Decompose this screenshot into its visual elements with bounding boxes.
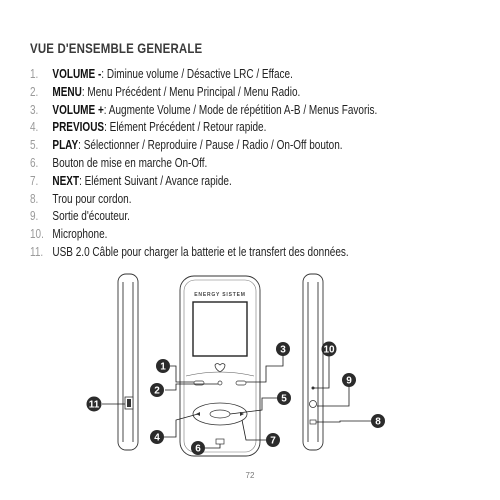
page-number: 72: [245, 471, 255, 480]
callout-8: 8: [371, 414, 385, 428]
svg-text:4: 4: [154, 433, 160, 444]
device-left-side-view: [117, 273, 139, 451]
item-number: 8.: [30, 191, 39, 206]
item-label: PLAY: [52, 138, 79, 153]
item-description: : Menu Précédent / Menu Principal / Menu…: [81, 84, 301, 99]
svg-text:11: 11: [89, 400, 100, 411]
nav-wheel: [192, 402, 248, 426]
list-item: 5. PLAY: Sélectionner / Reproduire / Paus…: [30, 137, 406, 155]
item-number: 11.: [30, 244, 44, 259]
item-label: PREVIOUS: [52, 120, 105, 135]
callout-6: 6: [191, 441, 205, 455]
item-description: Microphone.: [52, 227, 108, 242]
item-description: : Sélectionner / Reproduire / Pause / Ra…: [78, 138, 343, 153]
list-item: 10. Microphone.: [30, 226, 406, 244]
list-item: 7. NEXT: Elément Suivant / Avance rapide.: [30, 173, 406, 191]
lanyard-hole: [309, 419, 317, 425]
item-number: 9.: [30, 209, 39, 224]
callout-4: 4: [150, 430, 164, 444]
callout-10: 10: [321, 341, 337, 357]
svg-text:8: 8: [375, 417, 381, 428]
device-front-view: ENERGY SISTEM: [179, 275, 261, 457]
list-item: 6. Bouton de mise en marche On-Off.: [30, 155, 406, 173]
item-description: : Elément Suivant / Avance rapide.: [79, 173, 232, 188]
item-label: VOLUME -: [52, 67, 102, 81]
section-title: VUE D'ENSEMBLE GENERALE: [30, 40, 203, 56]
item-number: 1.: [30, 67, 39, 81]
device-right-side-view: [302, 273, 324, 451]
callout-5: 5: [277, 391, 291, 405]
item-number: 4.: [30, 120, 39, 135]
svg-text:10: 10: [323, 345, 335, 356]
svg-text:2: 2: [154, 386, 160, 397]
callout-11: 11: [86, 396, 102, 412]
callout-1: 1: [156, 359, 170, 373]
callout-2: 2: [150, 383, 164, 397]
heart-logo-icon: [214, 363, 226, 373]
item-label: MENU: [52, 84, 82, 99]
item-number: 5.: [30, 138, 39, 153]
microphone-hole: [311, 386, 315, 390]
list-item: 3. VOLUME +: Augmente Volume / Mode de ré…: [30, 102, 406, 120]
item-description: : Augmente Volume / Mode de répétition A…: [103, 102, 378, 117]
item-description: USB 2.0 Câble pour charger la batterie e…: [52, 244, 349, 259]
item-number: 2.: [30, 84, 39, 99]
list-item: 2. MENU: Menu Précédent / Menu Principal …: [30, 84, 406, 102]
list-item: 9. Sortie d'écouteur.: [30, 208, 406, 226]
svg-text:9: 9: [346, 376, 352, 387]
device-diagram: ENERGY SISTEM 1 2: [86, 273, 385, 457]
item-description: : Elément Précédent / Retour rapide.: [104, 120, 267, 135]
item-number: 7.: [30, 173, 39, 188]
item-number: 6.: [30, 155, 39, 170]
item-label: NEXT: [52, 173, 80, 188]
brand-logo: ENERGY SISTEM: [194, 292, 245, 298]
device-screen: [192, 301, 248, 357]
list-item: 11. USB 2.0 Câble pour charger la batteri…: [30, 244, 406, 262]
item-description: Sortie d'écouteur.: [52, 209, 130, 224]
item-description: Trou pour cordon.: [52, 191, 132, 206]
svg-text:1: 1: [160, 362, 166, 373]
item-description: Bouton de mise en marche On-Off.: [52, 155, 208, 170]
list-item: 8. Trou pour cordon.: [30, 191, 406, 209]
callout-3: 3: [276, 342, 290, 356]
svg-text:3: 3: [280, 345, 286, 356]
item-number: 10.: [30, 227, 44, 242]
svg-text:6: 6: [195, 444, 201, 455]
leader-lines: [102, 349, 371, 449]
list-item: 1. VOLUME -: Diminue volume / Désactive L…: [30, 66, 406, 84]
item-label: VOLUME +: [52, 102, 104, 117]
power-switch: [215, 438, 225, 445]
item-number: 3.: [30, 102, 39, 117]
svg-text:5: 5: [281, 394, 287, 405]
menu-button: [217, 380, 223, 386]
callout-7: 7: [266, 433, 280, 447]
callout-9: 9: [342, 373, 356, 387]
component-list: 1. VOLUME -: Diminue volume / Désactive L…: [30, 66, 500, 262]
volume-down-button: [193, 380, 205, 386]
list-item: 4. PREVIOUS: Elément Précédent / Retour r…: [30, 119, 406, 137]
item-description: : Diminue volume / Désactive LRC / Effac…: [101, 67, 293, 81]
svg-text:7: 7: [270, 436, 276, 447]
headphone-jack-icon: [309, 400, 317, 408]
volume-up-button: [235, 380, 247, 386]
